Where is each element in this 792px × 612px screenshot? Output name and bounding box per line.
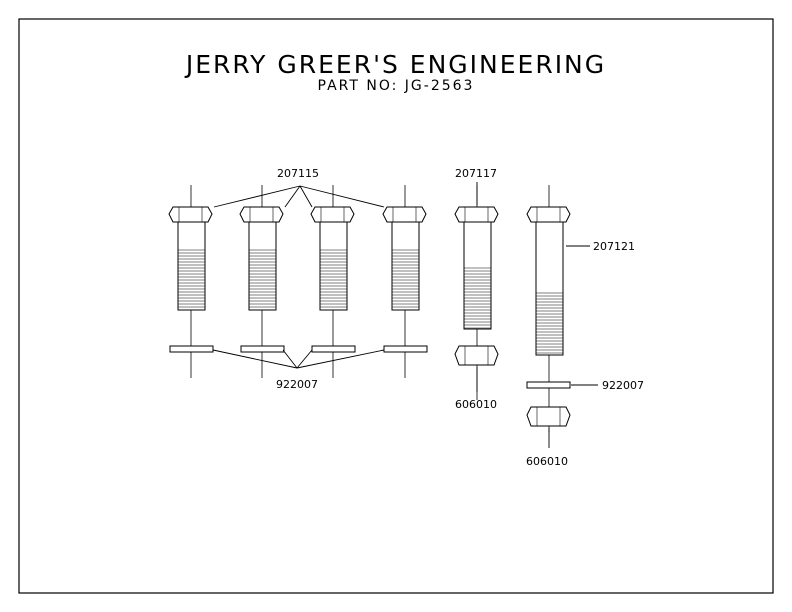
bolt-207115-1 xyxy=(168,185,213,378)
nut-606010-mid xyxy=(454,345,499,366)
sheet-border xyxy=(18,18,774,594)
bolt-207121 xyxy=(526,185,571,432)
bolt-207117 xyxy=(454,185,499,400)
short-bolt-group xyxy=(168,185,428,378)
washer-922007-4 xyxy=(383,345,428,353)
washer-922007-2 xyxy=(240,345,285,353)
washer-922007-single xyxy=(526,381,571,389)
bolt-207115-2 xyxy=(239,185,284,378)
washer-922007-3 xyxy=(311,345,356,353)
leader-lines xyxy=(212,182,598,448)
part-number: PART NO: JG-2563 xyxy=(317,78,475,94)
bolt-207115-4 xyxy=(382,185,427,378)
callout-207115: 207115 xyxy=(277,167,319,180)
bolt-207115-3 xyxy=(310,185,355,378)
callout-207121: 207121 xyxy=(593,240,635,253)
nut-606010-long xyxy=(526,406,571,427)
callout-922007-single: 922007 xyxy=(602,379,644,392)
callout-922007-group: 922007 xyxy=(276,378,318,391)
callout-606010-mid: 606010 xyxy=(455,398,497,411)
callout-606010-long: 606010 xyxy=(526,455,568,468)
drawing-title: JERRY GREER'S ENGINEERING xyxy=(185,50,607,79)
callout-207117: 207117 xyxy=(455,167,497,180)
washer-922007-1 xyxy=(169,345,214,353)
